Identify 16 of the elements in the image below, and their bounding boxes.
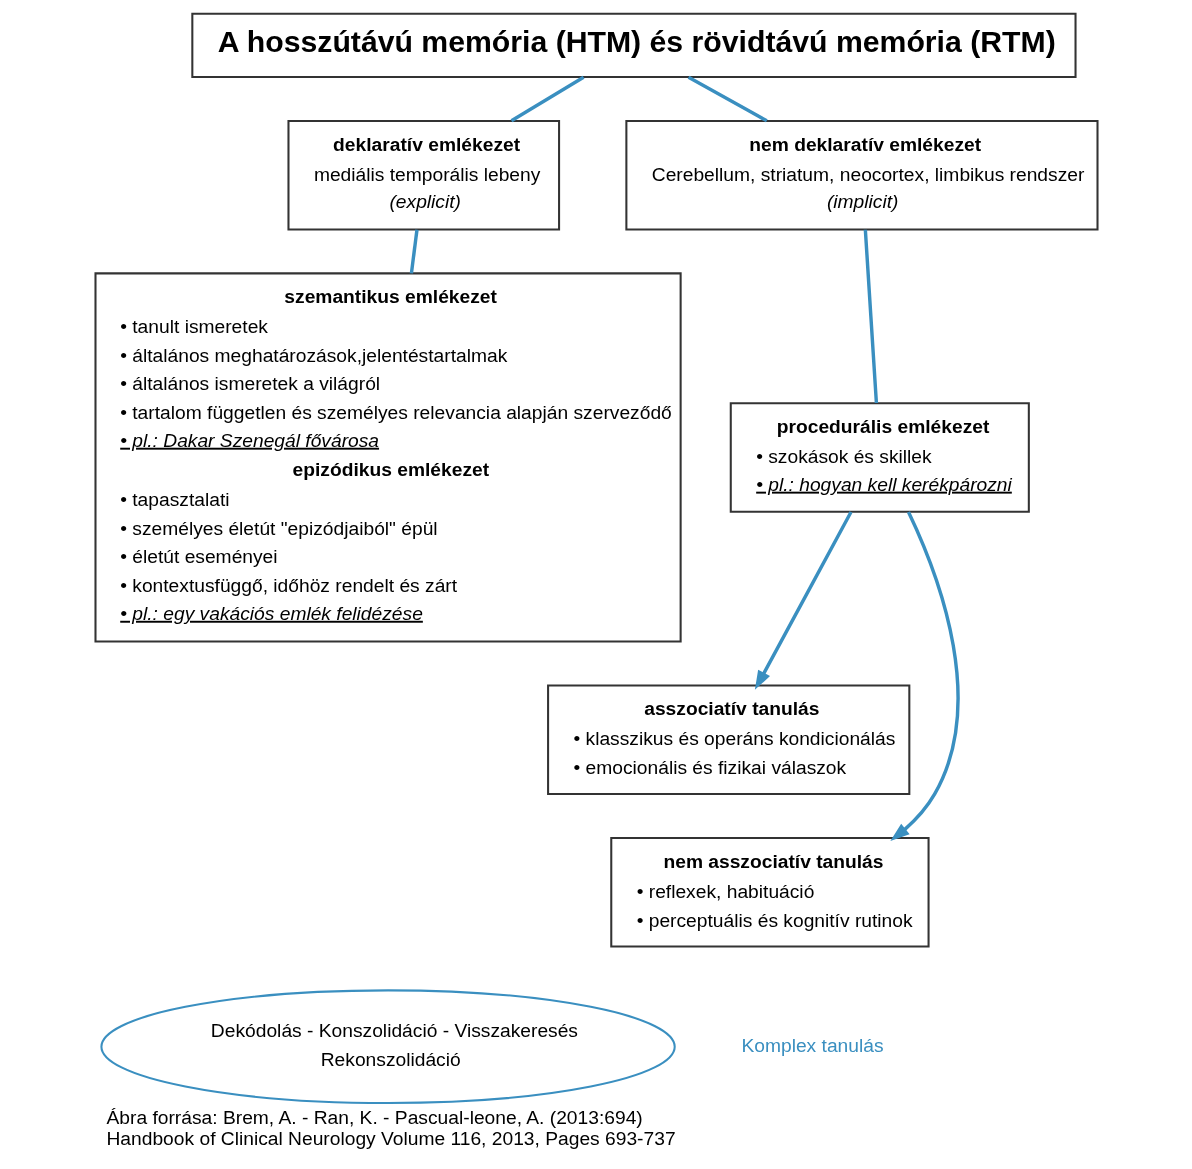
arrow [754,511,853,690]
connector [409,229,419,274]
connector [863,229,878,404]
connector [510,75,584,123]
node-box: nem asszociatív tanulás • reflexek, habituáció • perceptuális és kognitív rutinok [609,836,930,948]
label: Komplex tanulás [740,1034,884,1056]
node-box: A hosszútávú memória (HTM) és rövidtávú memória (RTM) [190,12,1077,78]
caption: Ábra forrása: Brem, A. - Ran, K. - Pascual-leone, A. (2013:694) Handbook of Clinical Neurology Volume 116, 2013, Pages 693-737 [105,1106,676,1149]
node-box: asszociatív tanulás • klasszikus és operáns kondicionálás • emocionális és fizikai válaszok [546,684,910,795]
node-box: szemantikus emlékezet • tanult ismeretek • általános meghatározások,jelentéstartalmak • általános ismeretek a világról • tartalom független és személyes relevancia alapján szerveződő • pl.: Dakar Szenegál fővárosa epizódikus emlékezet • tapasztalati • személyes életút "epizódjaiból" épül • életút eseményei • kontextusfüggő, időhöz rendelt és zárt • pl.: egy vakációs emlék felidézése [93,272,682,643]
node-box: deklaratív emlékezet mediális temporális lebeny (explicit) [286,119,560,231]
node-ellipse: Dekódolás - Konszolidáció - Visszakeresés Rekonszolidáció [99,989,676,1105]
connector [687,75,768,123]
arrow [889,511,960,842]
node-box: nem deklaratív emlékezet Cerebellum, striatum, neocortex, limbikus rendszer (implicit) [624,119,1099,231]
node-box: procedurális emlékezet • szokások és skillek • pl.: hogyan kell kerékpározni [729,402,1030,513]
